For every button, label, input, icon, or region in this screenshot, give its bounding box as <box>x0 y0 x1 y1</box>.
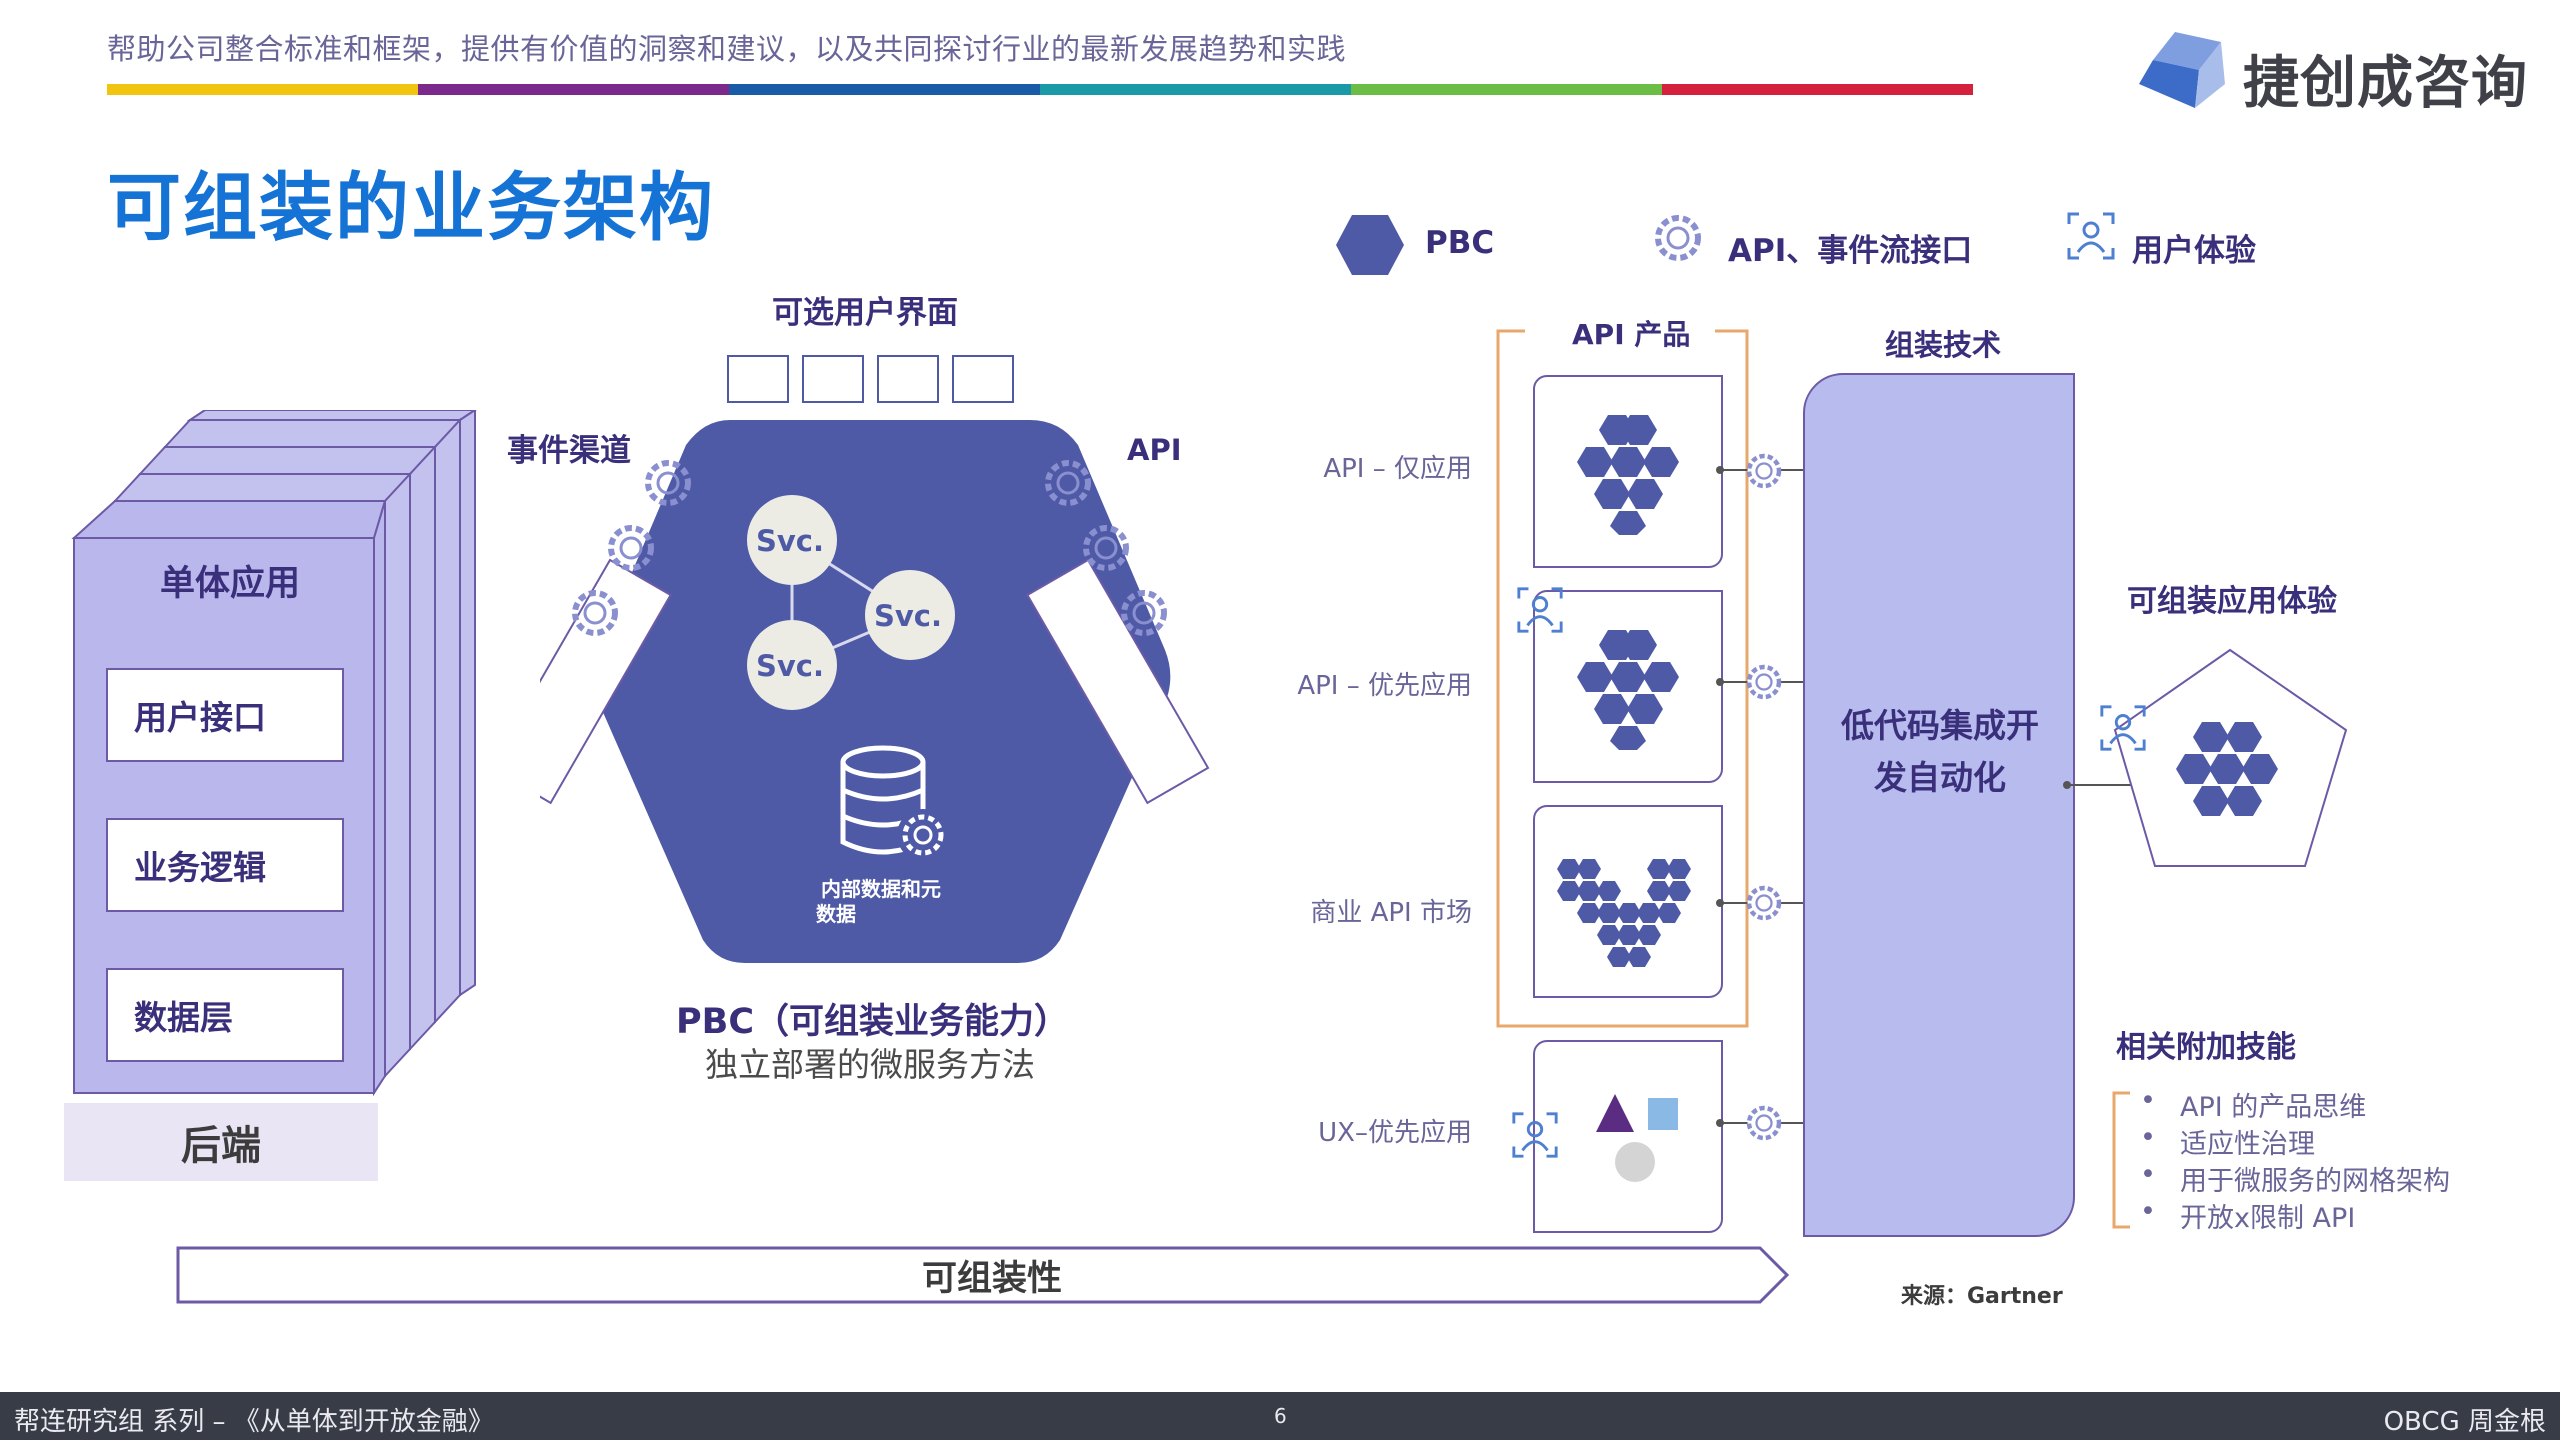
footer-series: 帮连研究组 系列 – 《从单体到开放金融》 <box>14 1407 494 1437</box>
event-gear-icon-1 <box>645 460 691 506</box>
api-first-user-icon <box>1517 587 1563 633</box>
skill-item: 开放x限制 API <box>2140 1196 2450 1234</box>
honeycomb-icon-2 <box>1577 630 1679 750</box>
color-bar-purple <box>418 84 729 95</box>
honeycomb-icon-1 <box>1577 415 1679 535</box>
pbc-title: PBC（可组装业务能力） <box>676 1002 1070 1042</box>
connector-gear-icon-1 <box>1746 453 1782 489</box>
event-gear-icon-2 <box>608 525 654 571</box>
svc-label-1: Svc. <box>756 524 824 558</box>
skill-item: 适应性治理 <box>2140 1122 2450 1160</box>
row-label-api-marketplace: 商业 API 市场 <box>1310 898 1472 928</box>
header-color-bar <box>107 84 1973 95</box>
card-ux-first <box>1533 1040 1723 1233</box>
connector-gear-icon-2 <box>1746 664 1782 700</box>
composable-user-icon <box>2100 705 2146 751</box>
row-label-api-only: API – 仅应用 <box>1323 454 1472 484</box>
color-bar-red <box>1662 84 1973 95</box>
composable-experience-pentagon <box>2063 648 2348 867</box>
footer-bar: 帮连研究组 系列 – 《从单体到开放金融》 6 OBCG 周金根 <box>0 1392 2560 1440</box>
skills-title: 相关附加技能 <box>2116 1030 2296 1065</box>
ux-shapes-icon <box>1596 1094 1678 1182</box>
color-bar-teal <box>1040 84 1351 95</box>
event-channel-label: 事件渠道 <box>507 433 631 469</box>
assembly-label: 组装技术 <box>1885 328 2002 362</box>
skills-list: API 的产品思维 适应性治理 用于微服务的网格架构 开放x限制 API <box>2140 1085 2450 1234</box>
composability-arrow <box>176 1246 1790 1304</box>
source-label: 来源：Gartner <box>1901 1284 2063 1309</box>
api-products-label: API 产品 <box>1566 313 1697 353</box>
composability-label: 可组装性 <box>922 1259 1063 1299</box>
ui-box-3 <box>877 355 939 403</box>
ux-legend-user-icon <box>2067 212 2115 260</box>
page-title: 可组装的业务架构 <box>107 165 715 251</box>
legend-pbc-label: PBC <box>1425 225 1495 261</box>
footer-page-number: 6 <box>1274 1404 1287 1428</box>
layer-data: 数据层 <box>106 968 344 1062</box>
composable-experience-label: 可组装应用体验 <box>2127 584 2337 619</box>
api-legend-gear-icon <box>1655 215 1701 261</box>
svc-label-2: Svc. <box>874 599 942 633</box>
monolith-label: 单体应用 <box>160 564 301 604</box>
pbc-hexagon-graphic <box>540 420 1210 963</box>
layer-business-logic: 业务逻辑 <box>106 818 344 912</box>
pbc-legend-hexagon-icon <box>1336 215 1404 275</box>
logo-cube-icon <box>2139 32 2225 108</box>
lowcode-text: 低代码集成开 发自动化 <box>1800 700 2080 804</box>
ui-box-1 <box>727 355 789 403</box>
api-label: API <box>1127 433 1182 467</box>
legend-ux-label: 用户体验 <box>2132 233 2256 269</box>
color-bar-blue <box>729 84 1040 95</box>
backend-label: 后端 <box>64 1103 378 1181</box>
skill-item: API 的产品思维 <box>2140 1085 2450 1123</box>
lowcode-line-2: 发自动化 <box>1874 758 2006 797</box>
footer-author: OBCG 周金根 <box>2383 1407 2546 1437</box>
internal-data-label-2: 数据 <box>816 902 856 926</box>
layer-user-interface: 用户接口 <box>106 668 344 762</box>
ui-box-4 <box>952 355 1014 403</box>
api-products-bracket <box>1496 329 1749 1028</box>
skills-bracket <box>2112 1091 2130 1229</box>
honeycomb-marketplace-icon <box>1557 859 1691 967</box>
color-bar-green <box>1351 84 1662 95</box>
api-gear-icon-2 <box>1083 525 1129 571</box>
skill-item: 用于微服务的网格架构 <box>2140 1159 2450 1197</box>
card-api-marketplace <box>1533 805 1723 998</box>
ux-first-user-icon <box>1512 1112 1558 1158</box>
assembly-lowcode-panel <box>1803 373 2075 1237</box>
connector-gear-icon-4 <box>1746 1105 1782 1141</box>
connector-gear-icon-3 <box>1746 885 1782 921</box>
ui-box-2 <box>802 355 864 403</box>
legend-api-label: API、事件流接口 <box>1728 233 1973 269</box>
logo-text: 捷创成咨询 <box>2243 51 2528 116</box>
pbc-subtitle: 独立部署的微服务方法 <box>705 1045 1035 1084</box>
svc-label-3: Svc. <box>756 649 824 683</box>
event-gear-icon-3 <box>572 590 618 636</box>
lowcode-line-1: 低代码集成开 <box>1841 706 2039 745</box>
header-tagline: 帮助公司整合标准和框架，提供有价值的洞察和建议，以及共同探讨行业的最新发展趋势和… <box>107 32 1347 66</box>
optional-ui-label: 可选用户界面 <box>772 295 958 331</box>
api-gear-icon-3 <box>1121 590 1167 636</box>
internal-data-label-1: 内部数据和元 <box>821 877 941 901</box>
row-label-ux-first: UX–优先应用 <box>1318 1118 1472 1148</box>
api-gear-icon-1 <box>1045 460 1091 506</box>
row-label-api-first: API – 优先应用 <box>1297 671 1472 701</box>
color-bar-yellow <box>107 84 418 95</box>
